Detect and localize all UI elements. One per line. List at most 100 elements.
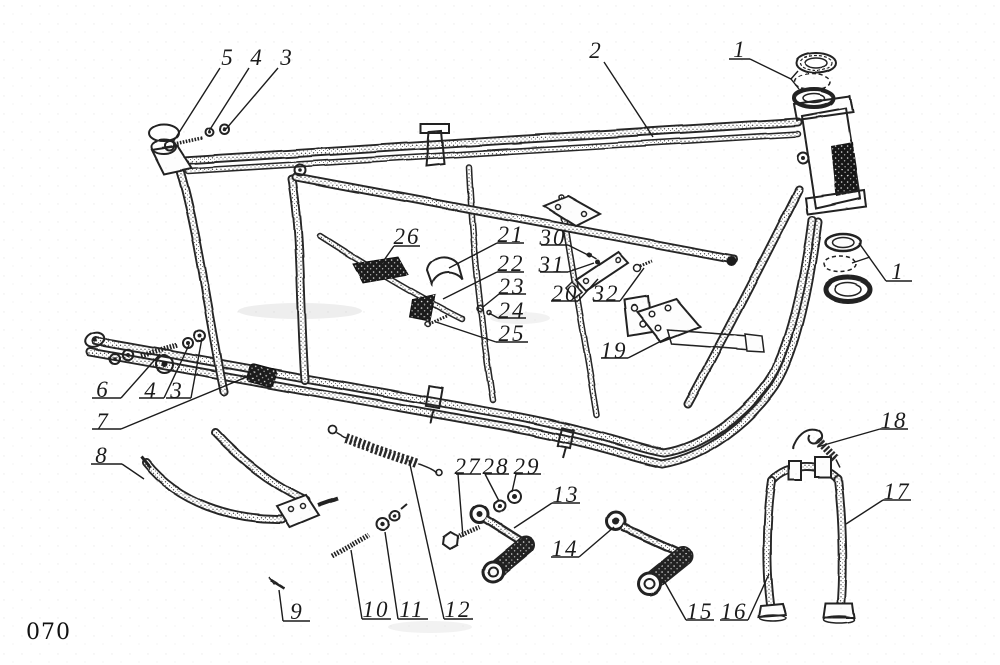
callout-leader-line: [603, 61, 654, 138]
callout-24-10: 24: [488, 298, 526, 323]
callout-leader-line: [163, 344, 190, 399]
callout-31-13: 31: [538, 252, 595, 277]
callout-leader-line: [851, 256, 871, 264]
part-number: 32: [592, 281, 620, 306]
part-number: 29: [514, 454, 541, 479]
callout-15-31: 15: [662, 578, 714, 624]
part-number: 31: [538, 252, 566, 277]
callout-leader-line: [448, 242, 498, 269]
callout-leader-line: [488, 312, 499, 319]
part-number: 2: [589, 38, 603, 63]
part-number: 10: [363, 597, 390, 622]
callout-leader-line: [567, 244, 589, 256]
callout-leader-line: [513, 502, 553, 529]
callout-6-17: 6: [92, 353, 161, 402]
callout-leader-line: [816, 428, 881, 448]
callout-11-24: 11: [384, 531, 428, 622]
part-number: 6: [96, 377, 110, 402]
callout-leader-line: [511, 473, 517, 493]
callout-leader-line: [381, 245, 395, 264]
part-number: 4: [144, 378, 158, 403]
callout-leader-line: [578, 526, 615, 558]
callout-leader-line: [278, 589, 284, 622]
callout-leader-line: [384, 531, 399, 620]
callout-20-14: 20: [551, 278, 599, 306]
callout-4-1: 4: [208, 45, 264, 132]
callout-1-4: 1: [729, 37, 800, 90]
callout-18-34: 18: [816, 408, 908, 448]
callout-23-9: 23: [482, 274, 526, 308]
callout-leader-line: [408, 459, 445, 620]
callout-leader-line: [747, 573, 770, 621]
callout-8-21: 8: [91, 443, 145, 480]
callout-leader-line: [619, 267, 645, 302]
callout-leader-line: [208, 67, 250, 132]
callout-10-23: 10: [350, 549, 391, 622]
callout-14-30: 14: [551, 526, 615, 561]
callout-leader-line: [845, 499, 884, 525]
part-number: 3: [279, 45, 294, 70]
callout-leader-line: [457, 473, 464, 538]
callout-leader-line: [172, 67, 221, 143]
callout-leader-line: [627, 336, 670, 359]
callout-leader-line: [577, 278, 599, 302]
callout-3-19: 3: [166, 337, 203, 403]
callout-9-22: 9: [278, 589, 310, 624]
part-number: 3: [169, 378, 184, 403]
callout-32-15: 32: [592, 267, 645, 306]
callout-4-18: 4: [139, 344, 190, 403]
callout-leader-line: [442, 271, 498, 300]
callout-leader-line: [225, 67, 279, 130]
callout-leader-line: [484, 473, 500, 502]
callout-12-25: 12: [408, 459, 473, 622]
callout-27-26: 27: [455, 454, 481, 538]
part-number: 9: [290, 599, 304, 624]
callout-21-7: 21: [448, 222, 524, 269]
part-number: 24: [499, 298, 526, 323]
callout-22-8: 22: [442, 251, 524, 300]
part-number: 20: [552, 281, 579, 306]
callout-28-27: 28: [483, 454, 510, 502]
callout-30-12: 30: [539, 225, 589, 256]
part-number: 19: [601, 338, 628, 363]
callout-3-2: 3: [225, 45, 294, 130]
callout-leader-line: [121, 463, 145, 480]
part-number: 8: [95, 443, 109, 468]
callout-19-16: 19: [601, 336, 670, 363]
callout-leader-line: [482, 293, 500, 308]
part-number: 26: [394, 224, 421, 249]
callout-25-11: 25: [435, 321, 528, 346]
callout-leader-line: [858, 242, 887, 282]
callout-leader-line: [790, 78, 800, 90]
callout-1-5: 1: [851, 242, 912, 284]
part-number: 23: [499, 274, 526, 299]
callout-13-29: 13: [513, 482, 580, 529]
part-number: 4: [250, 45, 264, 70]
callout-5-0: 5: [172, 45, 235, 143]
callout-2-3: 2: [589, 38, 654, 138]
part-number: 7: [96, 409, 110, 434]
callout-leader-line: [120, 375, 250, 430]
callout-leader-line: [350, 549, 363, 620]
part-number: 30: [539, 225, 567, 250]
callout-leader-line: [567, 262, 595, 273]
part-number: 5: [221, 45, 235, 70]
part-number: 1: [733, 37, 747, 62]
page-number: 070: [26, 620, 71, 645]
callout-leader-line: [190, 337, 203, 399]
callout-leader-line: [662, 578, 687, 621]
callout-7-20: 7: [92, 375, 250, 434]
callout-29-28: 29: [511, 454, 541, 493]
part-number: 11: [399, 597, 424, 622]
callout-16-32: 16: [720, 573, 770, 624]
part-number: 12: [445, 597, 472, 622]
callout-leader-line: [120, 353, 161, 399]
part-number: 1: [891, 259, 905, 284]
callout-leader-line: [435, 321, 497, 343]
callout-17-33: 17: [845, 479, 911, 525]
part-number: 28: [483, 454, 510, 479]
